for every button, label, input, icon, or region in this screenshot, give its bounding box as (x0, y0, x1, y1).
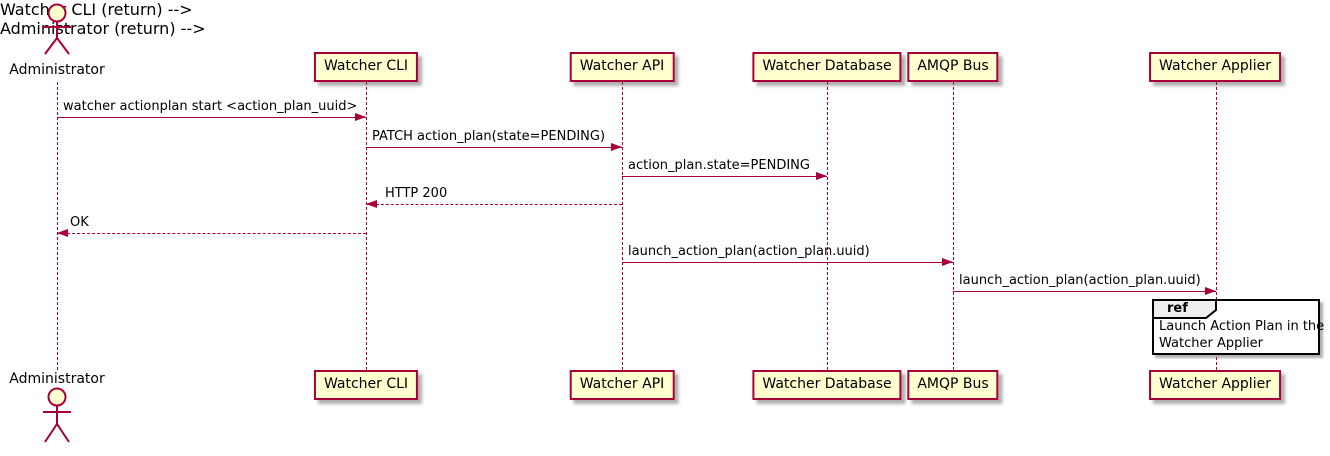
message-label: launch_action_plan(action_plan.uuid) (628, 244, 870, 259)
participant-watcher-applier-bottom: Watcher Applier (1149, 370, 1281, 400)
message-line (953, 291, 1216, 292)
actor-label-top: Administrator (9, 62, 105, 78)
participant-watcher-applier-top: Watcher Applier (1149, 52, 1281, 82)
message-label: watcher actionplan start <action_plan_uu… (63, 99, 358, 114)
message-line (622, 176, 827, 177)
arrowhead-icon (816, 172, 827, 180)
participant-watcher-cli-top: Watcher CLI (313, 52, 419, 82)
lifeline-amqp-bus (953, 82, 954, 370)
message-line (57, 233, 366, 234)
message-label: HTTP 200 (385, 186, 448, 201)
ref-body-line: Launch Action Plan in the (1159, 319, 1325, 334)
arrowhead-icon (366, 200, 377, 208)
actor-figure-icon (43, 387, 71, 443)
message-label: OK (70, 215, 89, 230)
participant-watcher-database-bottom: Watcher Database (752, 370, 902, 400)
lifeline-watcher-applier (1216, 82, 1217, 370)
ref-tab-shape (1152, 299, 1217, 319)
message-label: action_plan.state=PENDING (628, 158, 810, 173)
message-line (622, 262, 953, 263)
ref-body-text: Launch Action Plan in the Watcher Applie… (1159, 318, 1324, 352)
message-label: launch_action_plan(action_plan.uuid) (959, 273, 1201, 288)
actor-label-bottom: Administrator (9, 371, 105, 387)
participant-watcher-database-top: Watcher Database (752, 52, 902, 82)
arrowhead-icon (355, 113, 366, 121)
participant-watcher-api-bottom: Watcher API (569, 370, 675, 400)
message-line (57, 117, 366, 118)
lifeline-watcher-api (622, 82, 623, 370)
participant-watcher-cli-bottom: Watcher CLI (313, 370, 419, 400)
participant-amqp-bus-bottom: AMQP Bus (907, 370, 999, 400)
participant-amqp-bus-top: AMQP Bus (907, 52, 999, 82)
lifeline-administrator (57, 82, 58, 370)
arrowhead-icon (942, 258, 953, 266)
arrowhead-icon (57, 229, 68, 237)
lifeline-watcher-cli (366, 82, 367, 370)
message-line (366, 204, 622, 205)
participant-watcher-api-top: Watcher API (569, 52, 675, 82)
arrowhead-icon (611, 143, 622, 151)
lifeline-watcher-database (827, 82, 828, 370)
ref-body-line: Watcher Applier (1159, 336, 1263, 351)
ref-fragment: ref Launch Action Plan in the Watcher Ap… (1152, 299, 1324, 355)
ref-keyword: ref (1167, 301, 1188, 316)
arrowhead-icon (1205, 287, 1216, 295)
message-line (366, 147, 622, 148)
actor-figure-icon (43, 3, 71, 55)
message-label: PATCH action_plan(state=PENDING) (372, 129, 606, 144)
